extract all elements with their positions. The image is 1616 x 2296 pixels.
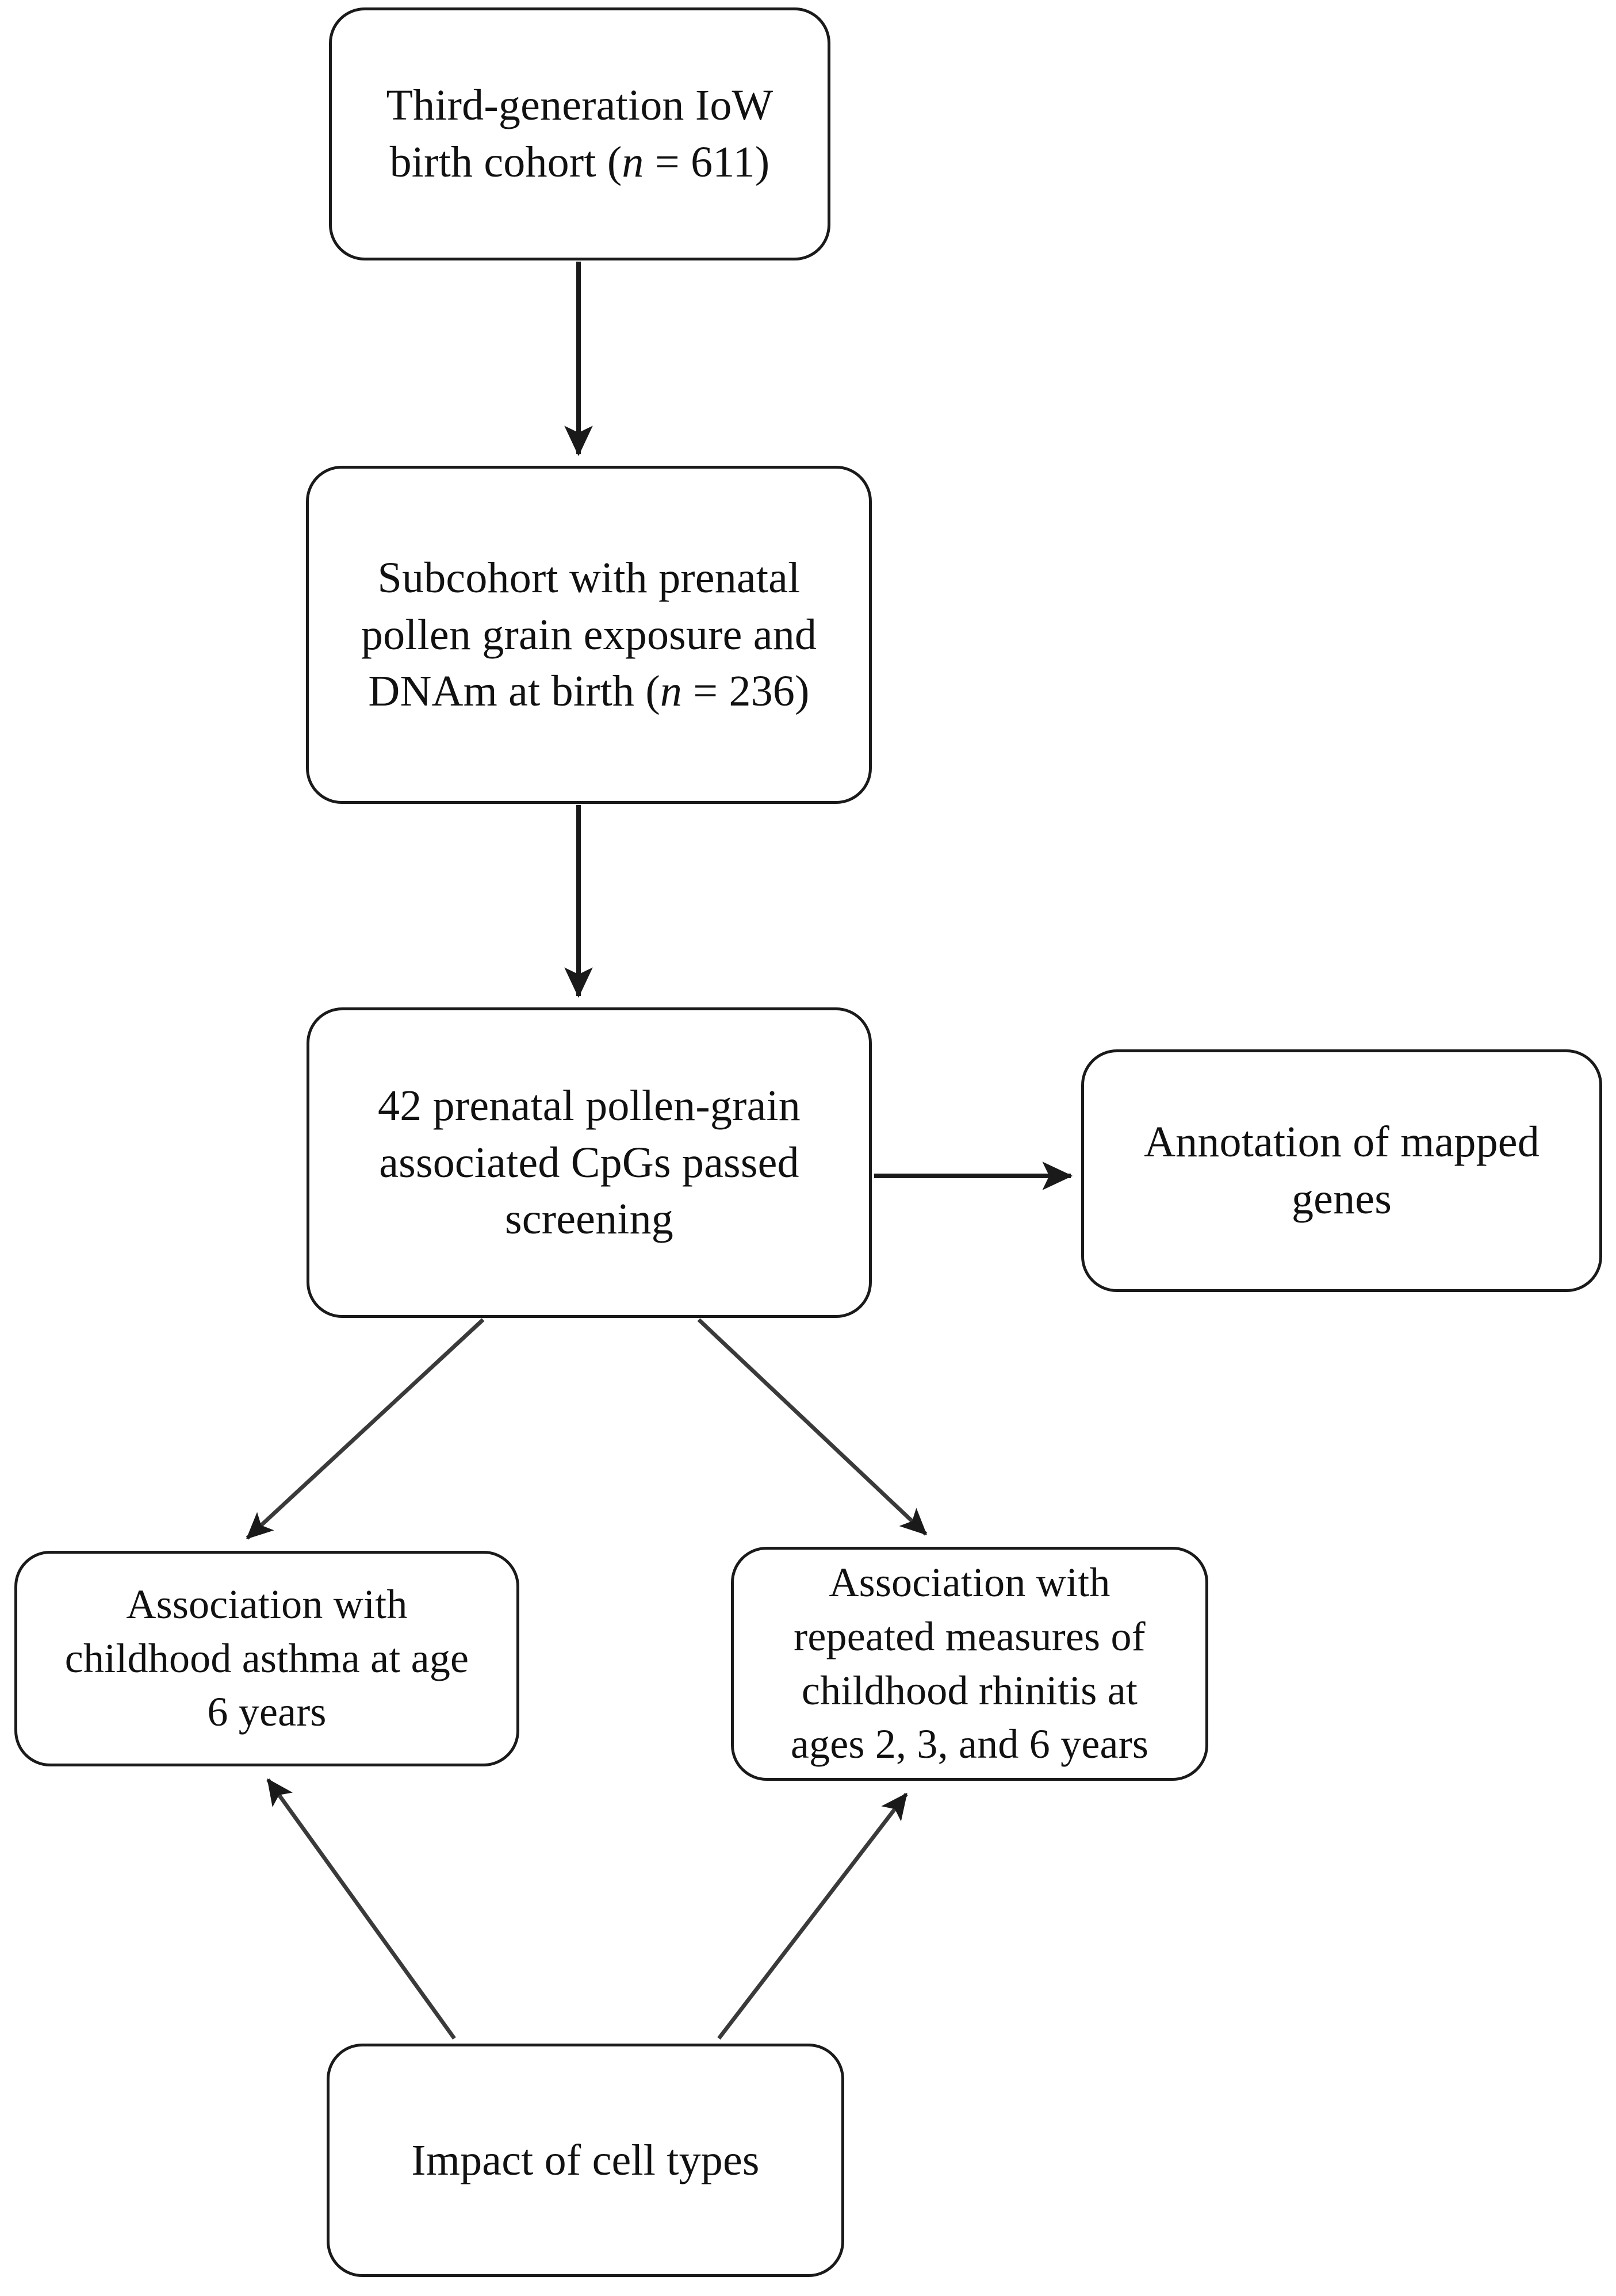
- cell-types-node: Impact of cell types: [327, 2044, 844, 2277]
- cell-types-label: Impact of cell types: [411, 2136, 760, 2184]
- asthma-association-node: Association with childhood asthma at age…: [14, 1551, 519, 1766]
- third-generation-cohort-label: Third-generation IoW birth cohort (n = 6…: [386, 81, 773, 186]
- sample-size-symbol: n: [622, 138, 644, 186]
- connector-cpgs-to-asthma: [246, 1318, 485, 1540]
- sample-size-symbol: n: [660, 667, 683, 716]
- gene-annotation-node: Annotation of mapped genes: [1081, 1049, 1602, 1292]
- third-generation-cohort-node: Third-generation IoW birth cohort (n = 6…: [329, 7, 830, 260]
- rhinitis-association-node: Association with repeated measures of ch…: [731, 1547, 1208, 1781]
- subcohort-node: Subcohort with prenatal pollen grain exp…: [306, 466, 872, 804]
- rhinitis-association-label: Association with repeated measures of ch…: [790, 1559, 1149, 1768]
- connector-celltypes-to-rhinitis: [717, 1792, 908, 2040]
- connector-celltypes-to-asthma: [266, 1778, 456, 2040]
- screened-cpgs-label: 42 prenatal pollen-grain associated CpGs…: [378, 1081, 801, 1244]
- gene-annotation-label: Annotation of mapped genes: [1144, 1118, 1540, 1223]
- subcohort-label: Subcohort with prenatal pollen grain exp…: [361, 553, 817, 716]
- connector-cpgs-to-rhinitis: [697, 1318, 928, 1536]
- screened-cpgs-node: 42 prenatal pollen-grain associated CpGs…: [307, 1007, 872, 1318]
- asthma-association-label: Association with childhood asthma at age…: [64, 1581, 469, 1735]
